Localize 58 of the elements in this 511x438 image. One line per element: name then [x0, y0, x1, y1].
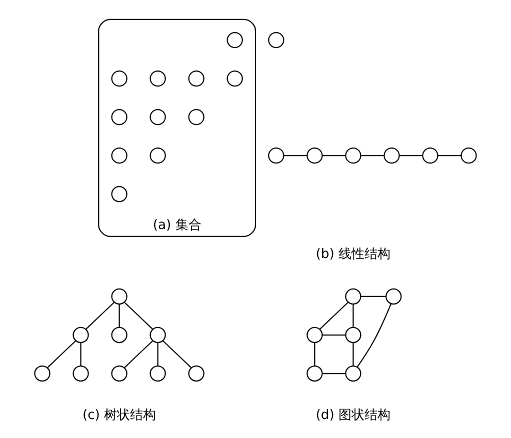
node-circle	[72, 365, 89, 382]
connector	[86, 302, 115, 330]
node-circle	[150, 326, 166, 344]
cluster: (a) 集合	[98, 18, 256, 237]
node-circle	[111, 288, 128, 305]
node-circle	[384, 148, 400, 164]
node-circle	[268, 148, 284, 164]
label: (d) 图状结构	[316, 408, 391, 423]
node-circle	[150, 148, 166, 164]
node-circle	[188, 365, 204, 382]
connector	[47, 340, 76, 368]
node-circle	[188, 109, 204, 126]
connector	[284, 155, 307, 156]
connector	[118, 304, 120, 328]
connector	[80, 342, 82, 366]
connector	[356, 304, 392, 368]
node-circle	[111, 326, 128, 344]
connector	[322, 372, 346, 374]
connector	[319, 302, 349, 330]
connector	[162, 340, 192, 368]
connector	[314, 342, 316, 366]
node-circle	[345, 148, 362, 164]
connector	[322, 334, 346, 336]
node-circle	[306, 365, 323, 382]
connector	[157, 342, 158, 366]
connector	[360, 155, 384, 156]
connector	[352, 304, 354, 328]
node-circle	[345, 326, 362, 344]
label: (b) 线性结构	[316, 247, 391, 262]
node-circle	[306, 148, 323, 164]
connector	[124, 302, 154, 330]
connector	[322, 155, 346, 156]
node-circle	[111, 365, 128, 382]
node-circle	[226, 70, 243, 87]
node-circle	[460, 148, 477, 164]
connector	[399, 155, 422, 156]
node-circle	[268, 32, 284, 48]
node-circle	[188, 70, 204, 87]
node-circle	[150, 365, 166, 382]
node-circle	[306, 326, 323, 344]
node-circle	[72, 326, 89, 344]
node-circle	[150, 109, 166, 126]
node-circle	[111, 148, 128, 164]
node-circle	[345, 365, 362, 382]
connector	[352, 342, 354, 366]
node-circle	[422, 148, 438, 164]
node-circle	[111, 70, 128, 87]
connector	[124, 340, 154, 368]
node-circle	[345, 288, 362, 305]
node-circle	[111, 186, 128, 202]
connector	[438, 155, 461, 156]
connector	[360, 296, 386, 298]
node-circle	[150, 70, 166, 87]
node-circle	[386, 288, 402, 305]
node-circle	[226, 32, 243, 48]
label: (c) 树状结构	[82, 408, 156, 423]
node-circle	[34, 365, 50, 382]
node-circle	[111, 109, 128, 126]
